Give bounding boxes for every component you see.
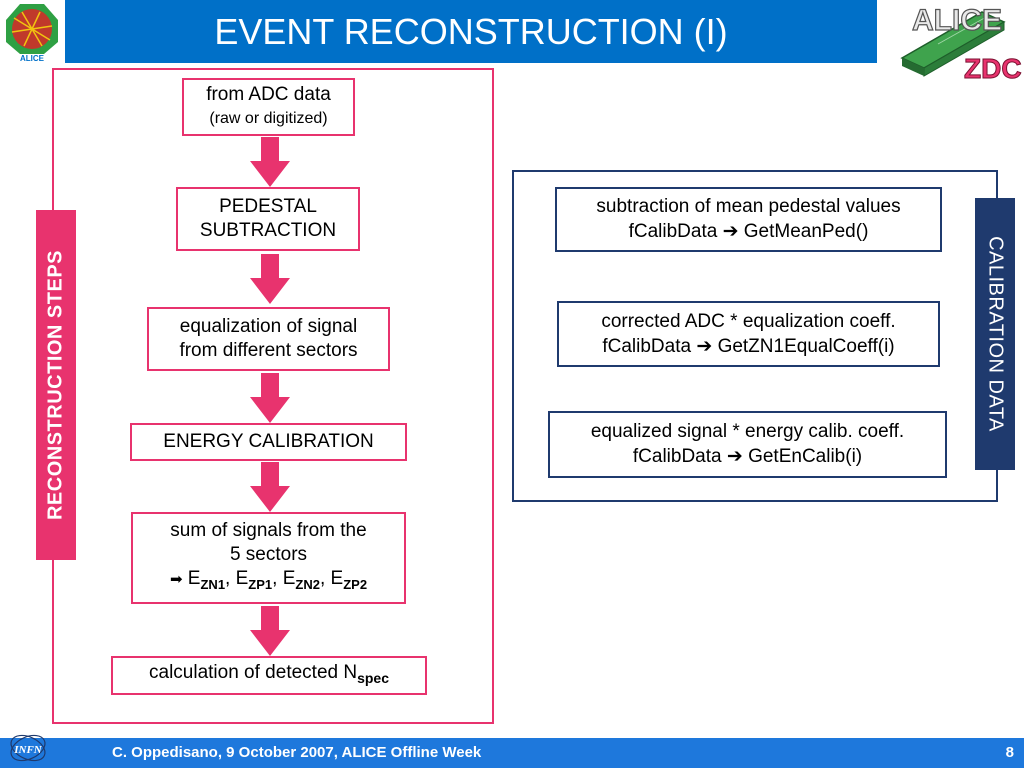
step-pedestal-line1: PEDESTAL (219, 196, 317, 217)
svg-text:ALICE: ALICE (912, 4, 1002, 37)
footer-bar (0, 738, 1024, 768)
right-arrow-icon: ➔ (722, 220, 739, 242)
flow-arrow-icon (250, 137, 290, 187)
title-bar: EVENT RECONSTRUCTION (I) (65, 0, 877, 63)
step-pedestal-line2: SUBTRACTION (199, 220, 337, 241)
flow-arrow-icon (250, 606, 290, 656)
svg-text:INFN: INFN (13, 744, 43, 756)
footer-text: C. Oppedisano, 9 October 2007, ALICE Off… (112, 744, 482, 761)
right-arrow-icon: ➔ (726, 445, 743, 467)
step-nspec-calculation: calculation of detected Nspec (111, 656, 427, 695)
infn-logo: INFN (2, 722, 62, 768)
flow-arrow-icon (250, 462, 290, 512)
calib-item-mean-ped: subtraction of mean pedestal values fCal… (555, 187, 942, 252)
energy-sum-formula: ➡ EZN1, EZP1, EZN2, EZP2 (169, 568, 368, 592)
reconstruction-steps-label: RECONSTRUCTION STEPS (36, 210, 76, 560)
alice-logo-left: ALICE (0, 0, 64, 63)
step-equalization-line1: equalization of signal (179, 316, 358, 337)
right-arrow-icon: ➔ (696, 334, 713, 357)
calib-item-en-calib: equalized signal * energy calib. coeff. … (548, 411, 947, 478)
step-adc-line2: (raw or digitized) (209, 110, 328, 127)
step-sum-line2: 5 sectors (229, 544, 308, 566)
step-equalization-line2: from different sectors (179, 340, 358, 361)
step-adc-data: from ADC data (raw or digitized) (182, 78, 355, 136)
step-energy-calibration: ENERGY CALIBRATION (130, 423, 407, 461)
calib-item-equal-coeff: corrected ADC * equalization coeff. fCal… (557, 301, 940, 367)
alice-zdc-logo: ALICE ZDC (878, 0, 1024, 90)
svg-text:ZDC: ZDC (964, 53, 1022, 84)
page-number: 8 (1005, 744, 1014, 761)
step-equalization: equalization of signal from different se… (147, 307, 390, 371)
right-arrow-icon: ➡ (169, 570, 183, 589)
step-energy-line1: ENERGY CALIBRATION (163, 431, 374, 452)
flow-arrow-icon (250, 373, 290, 423)
step-pedestal-subtraction: PEDESTAL SUBTRACTION (176, 187, 360, 251)
svg-text:ALICE: ALICE (20, 54, 45, 63)
step-sum-line1: sum of signals from the (170, 520, 367, 542)
page-title: EVENT RECONSTRUCTION (I) (214, 11, 728, 52)
flow-arrow-icon (250, 254, 290, 304)
step-adc-line1: from ADC data (206, 84, 331, 105)
step-sum-signals: sum of signals from the 5 sectors ➡ EZN1… (131, 512, 406, 604)
calibration-data-label: CALIBRATION DATA (975, 198, 1015, 470)
step-nspec-text: calculation of detected Nspec (149, 662, 389, 686)
